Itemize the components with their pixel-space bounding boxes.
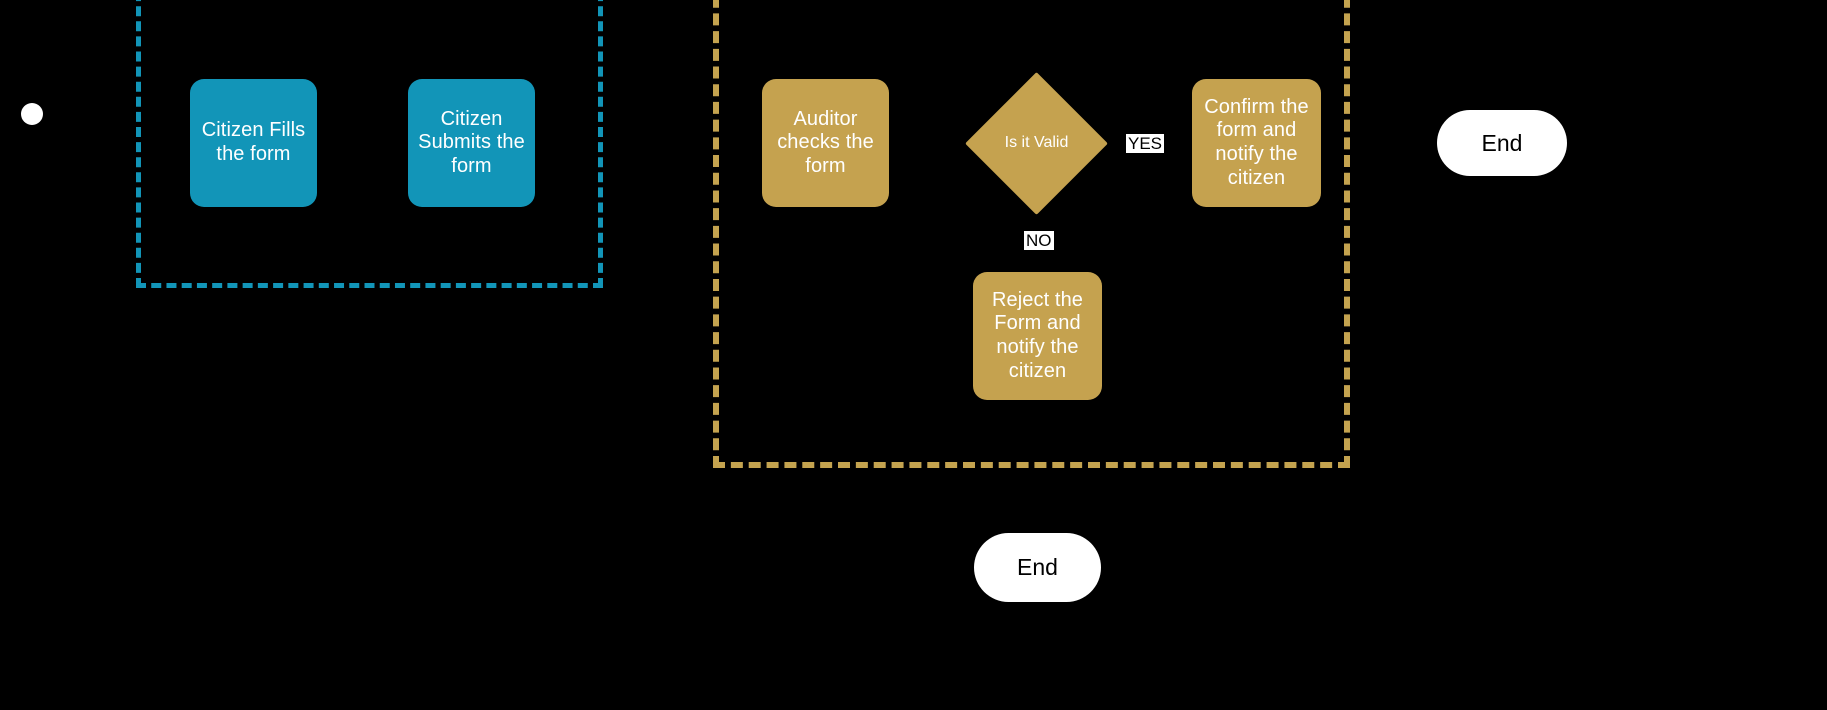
node-label: Citizen Submits the form	[418, 107, 525, 177]
node-label: Auditor checks the form	[777, 107, 874, 177]
node-citizen-submits-the-form[interactable]: Citizen Submits the form	[408, 79, 535, 207]
node-auditor-checks-the-form[interactable]: Auditor checks the form	[762, 79, 889, 207]
node-label: End	[1017, 554, 1058, 580]
node-reject-the-form-and-notify-the-citizen[interactable]: Reject the Form and notify the citizen	[973, 272, 1102, 400]
node-is-it-valid-decision[interactable]: Is it Valid	[965, 72, 1108, 215]
node-label: Citizen Fills the form	[201, 119, 306, 165]
node-confirm-the-form-and-notify-the-citizen[interactable]: Confirm the form and notify the citizen	[1192, 79, 1321, 207]
node-end-bottom[interactable]: End	[974, 533, 1101, 602]
edge-label-no: NO	[1024, 231, 1054, 250]
node-label: End	[1481, 129, 1523, 156]
auditor-lane-container	[713, 0, 1350, 468]
node-citizen-fills-the-form[interactable]: Citizen Fills the form	[190, 79, 317, 207]
edge-label-yes: YES	[1126, 134, 1165, 153]
node-end-right[interactable]: End	[1437, 110, 1567, 176]
start-event-circle[interactable]	[21, 103, 43, 125]
node-label: Reject the Form and notify the citizen	[991, 288, 1084, 382]
citizen-lane-container	[136, 0, 603, 288]
node-label: Is it Valid	[1004, 134, 1069, 152]
node-label: Confirm the form and notify the citizen	[1204, 95, 1309, 189]
